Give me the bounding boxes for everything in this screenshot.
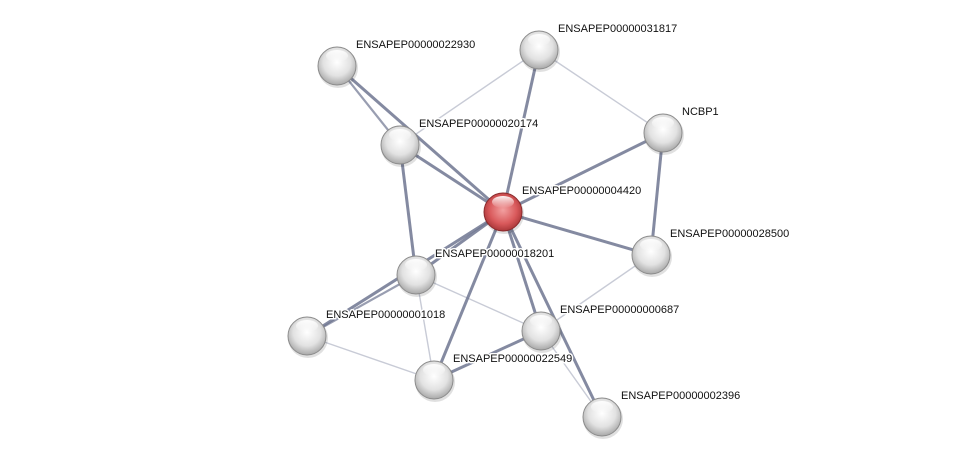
node-label: ENSAPEP00000000687 (560, 304, 679, 316)
edge-ENSAPEP00000031817-NCBP1[interactable] (538, 49, 664, 134)
edge-ENSAPEP00000001018-ENSAPEP00000022549[interactable] (306, 335, 435, 381)
node-label: ENSAPEP00000028500 (670, 228, 789, 240)
node-ENSAPEP00000020174[interactable]: ENSAPEP00000020174 (380, 117, 540, 167)
node-highlight (405, 259, 427, 271)
edge-ENSAPEP00000031817-ENSAPEP00000004420[interactable] (501, 49, 541, 213)
node-label: ENSAPEP00000004420 (522, 185, 641, 197)
node-label: ENSAPEP00000031817 (558, 23, 677, 35)
edge-ENSAPEP00000020174-ENSAPEP00000018201[interactable] (398, 144, 418, 276)
node-ENSAPEP00000031817[interactable]: ENSAPEP00000031817 (519, 22, 679, 72)
edge-ENSAPEP00000002396-ENSAPEP00000004420[interactable] (501, 211, 604, 418)
node-ENSAPEP00000001018[interactable]: ENSAPEP00000001018 (287, 308, 447, 358)
node-label: ENSAPEP00000020174 (419, 118, 538, 130)
node-ENSAPEP00000002396[interactable]: ENSAPEP00000002396 (582, 389, 742, 439)
node-label: ENSAPEP00000018201 (435, 248, 554, 260)
edge-NCBP1-ENSAPEP00000028500[interactable] (649, 132, 665, 256)
edge-ENSAPEP00000028500-ENSAPEP00000004420[interactable] (502, 210, 652, 257)
node-highlight (389, 129, 411, 141)
edge-NCBP1-ENSAPEP00000004420[interactable] (502, 131, 664, 214)
edge-ENSAPEP00000020174-ENSAPEP00000004420[interactable] (399, 143, 504, 214)
node-ENSAPEP00000022549[interactable]: ENSAPEP00000022549 (414, 352, 574, 402)
node-ENSAPEP00000000687[interactable]: ENSAPEP00000000687 (521, 303, 681, 353)
node-ENSAPEP00000028500[interactable]: ENSAPEP00000028500 (631, 227, 791, 277)
node-highlight (423, 364, 445, 376)
edge-ENSAPEP00000022930-ENSAPEP00000004420[interactable] (336, 64, 504, 214)
edge-ENSAPEP00000001018-ENSAPEP00000018201[interactable] (306, 274, 417, 337)
node-label: NCBP1 (682, 106, 719, 118)
node-label: ENSAPEP00000022549 (453, 353, 572, 365)
node-highlight (528, 34, 550, 46)
node-highlight (640, 239, 662, 251)
edge-ENSAPEP00000022549-ENSAPEP00000004420[interactable] (432, 211, 505, 381)
node-ENSAPEP00000018201[interactable]: ENSAPEP00000018201 (396, 247, 556, 297)
node-highlight (296, 320, 318, 332)
edge-ENSAPEP00000000687-ENSAPEP00000004420[interactable] (501, 211, 543, 332)
node-label: ENSAPEP00000002396 (621, 390, 740, 402)
node-highlight (492, 196, 514, 208)
node-ENSAPEP00000022930[interactable]: ENSAPEP00000022930 (317, 38, 477, 88)
node-ENSAPEP00000004420[interactable]: ENSAPEP00000004420 (483, 184, 643, 234)
edge-ENSAPEP00000028500-ENSAPEP00000000687[interactable] (540, 254, 652, 332)
node-label: ENSAPEP00000001018 (326, 309, 445, 321)
node-label: ENSAPEP00000022930 (356, 39, 475, 51)
node-highlight (652, 117, 674, 129)
node-highlight (326, 50, 348, 62)
edge-ENSAPEP00000022549-ENSAPEP00000000687[interactable] (433, 329, 542, 382)
node-highlight (530, 315, 552, 327)
edge-ENSAPEP00000018201-ENSAPEP00000000687[interactable] (415, 274, 542, 332)
node-highlight (591, 401, 613, 413)
edge-ENSAPEP00000020174-ENSAPEP00000031817[interactable] (399, 49, 540, 146)
node-NCBP1[interactable]: NCBP1 (643, 105, 720, 155)
